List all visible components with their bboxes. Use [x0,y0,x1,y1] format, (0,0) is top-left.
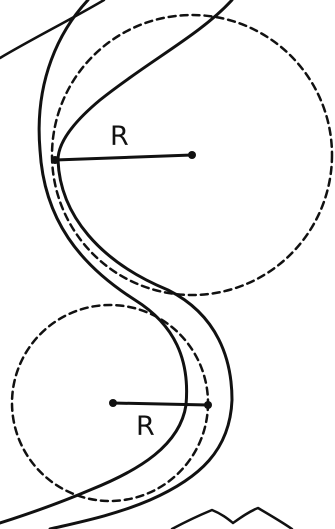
upper-radius-start-dot [51,156,59,164]
lower-radius-label: R [136,411,155,442]
upper-curvature-circle [50,13,334,297]
upper-radius-line [53,153,194,162]
outer-bank-top-left [0,0,106,60]
bottom-ridge-line [170,506,294,529]
upper-radius-label: R [110,121,129,152]
lower-radius-center-dot [109,399,117,407]
lower-radius-end-dot [204,401,212,409]
upper-radius-center-dot [188,151,196,159]
river-bank-left [0,0,189,525]
lower-radius-line [111,401,210,407]
river-bank-right [48,0,234,529]
